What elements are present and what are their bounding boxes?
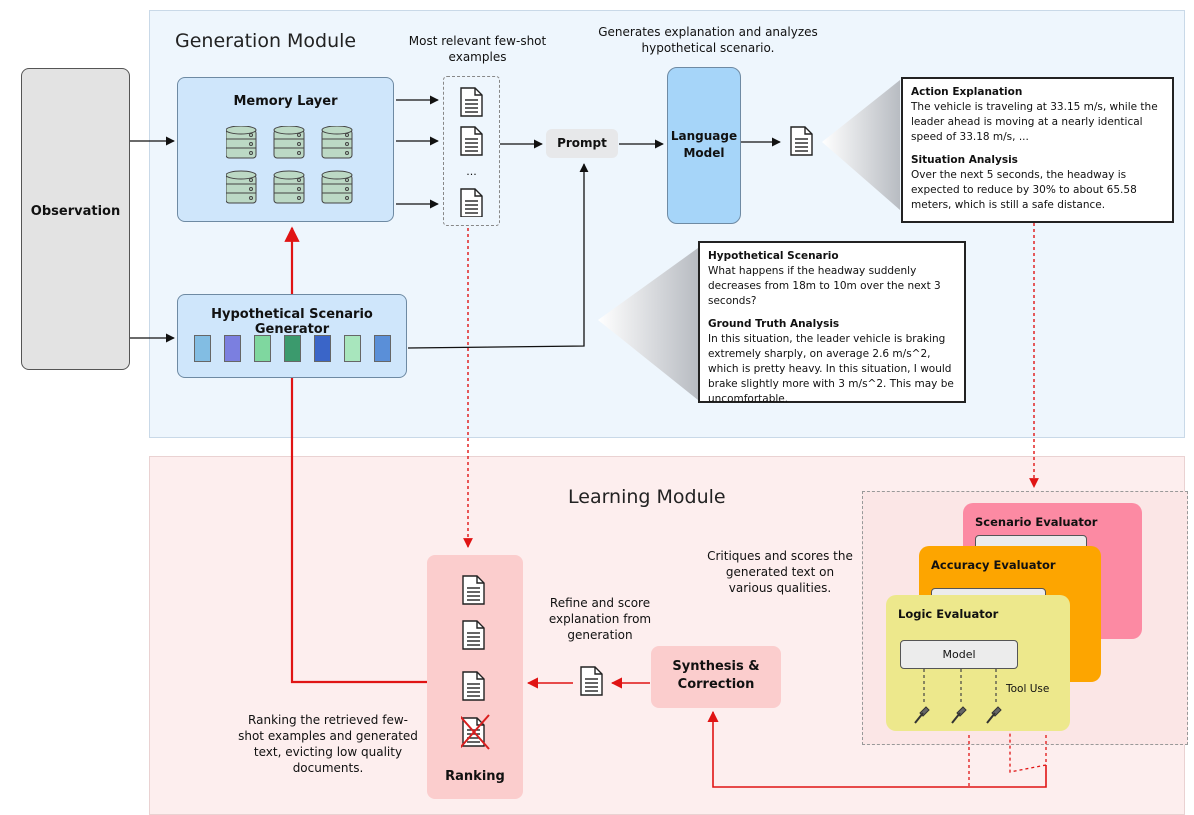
synthesis-caption: Refine and score explanation from genera… [548, 596, 652, 642]
learning-module-title: Learning Module [568, 486, 726, 508]
memory-layer-title: Memory Layer [233, 94, 338, 109]
accuracy-evaluator-title: Accuracy Evaluator [931, 558, 1056, 572]
scenario-evaluator-title: Scenario Evaluator [975, 515, 1098, 529]
hypothetical-scenario-heading: Hypothetical Scenario [708, 250, 839, 262]
hammer-icon [914, 669, 1002, 724]
synthesis-label: Synthesis & Correction [672, 659, 760, 692]
few-shot-ellipsis: ... [466, 165, 477, 178]
situation-analysis-text: Over the next 5 seconds, the headway is … [911, 169, 1137, 211]
scenario-square [224, 335, 241, 362]
hypothetical-scenario-box: Hypothetical Scenario What happens if th… [698, 241, 966, 405]
scenario-square [374, 335, 391, 362]
observation-box: Observation [21, 68, 130, 370]
action-explanation-heading: Action Explanation [911, 86, 1023, 98]
tool-use-label: Tool Use [1006, 683, 1050, 695]
ground-truth-text: In this situation, the leader vehicle is… [708, 333, 954, 405]
synthesis-correction-box: Synthesis & Correction [651, 646, 781, 708]
few-shot-examples: ... [443, 76, 500, 226]
ground-truth-heading: Ground Truth Analysis [708, 318, 840, 330]
observation-label: Observation [30, 204, 121, 219]
ranking-caption: Ranking the retrieved few-shot examples … [238, 713, 418, 775]
model-label: Model [900, 640, 1018, 669]
logic-evaluator: Logic Evaluator Model Tool Use [886, 595, 1070, 731]
action-explanation-box: Action Explanation The vehicle is travel… [901, 77, 1174, 223]
few-shot-caption: Most relevant few-shot examples [408, 34, 547, 64]
prompt-label: Prompt [557, 136, 607, 150]
hypothetical-scenario-generator: Hypothetical Scenario Generator [177, 294, 407, 378]
logic-evaluator-title: Logic Evaluator [898, 607, 999, 621]
action-explanation-text: The vehicle is traveling at 33.15 m/s, w… [911, 101, 1158, 143]
language-model-box: Language Model [667, 67, 741, 224]
situation-analysis-heading: Situation Analysis [911, 154, 1018, 166]
document-icon [580, 666, 603, 696]
language-model-label: Language Model [670, 129, 738, 160]
language-model-caption: Generates explanation and analyzes hypot… [598, 25, 818, 55]
evaluators-caption: Critiques and scores the generated text … [707, 549, 853, 595]
generation-module-title: Generation Module [175, 30, 357, 52]
scenario-square [314, 335, 331, 362]
database-icon [226, 126, 353, 204]
hypothetical-scenario-text: What happens if the headway suddenly dec… [708, 265, 941, 307]
scenario-square [194, 335, 211, 362]
scenario-square [254, 335, 271, 362]
ranking-box: Ranking [427, 555, 523, 799]
ranking-label: Ranking [445, 769, 505, 784]
document-icon [460, 87, 483, 217]
generator-title: Hypothetical Scenario Generator [211, 307, 373, 337]
document-icon [790, 126, 813, 156]
scenario-square [284, 335, 301, 362]
memory-layer-box: Memory Layer [177, 77, 394, 222]
scenario-square [344, 335, 361, 362]
document-icon [461, 575, 490, 750]
prompt-box: Prompt [546, 129, 618, 158]
